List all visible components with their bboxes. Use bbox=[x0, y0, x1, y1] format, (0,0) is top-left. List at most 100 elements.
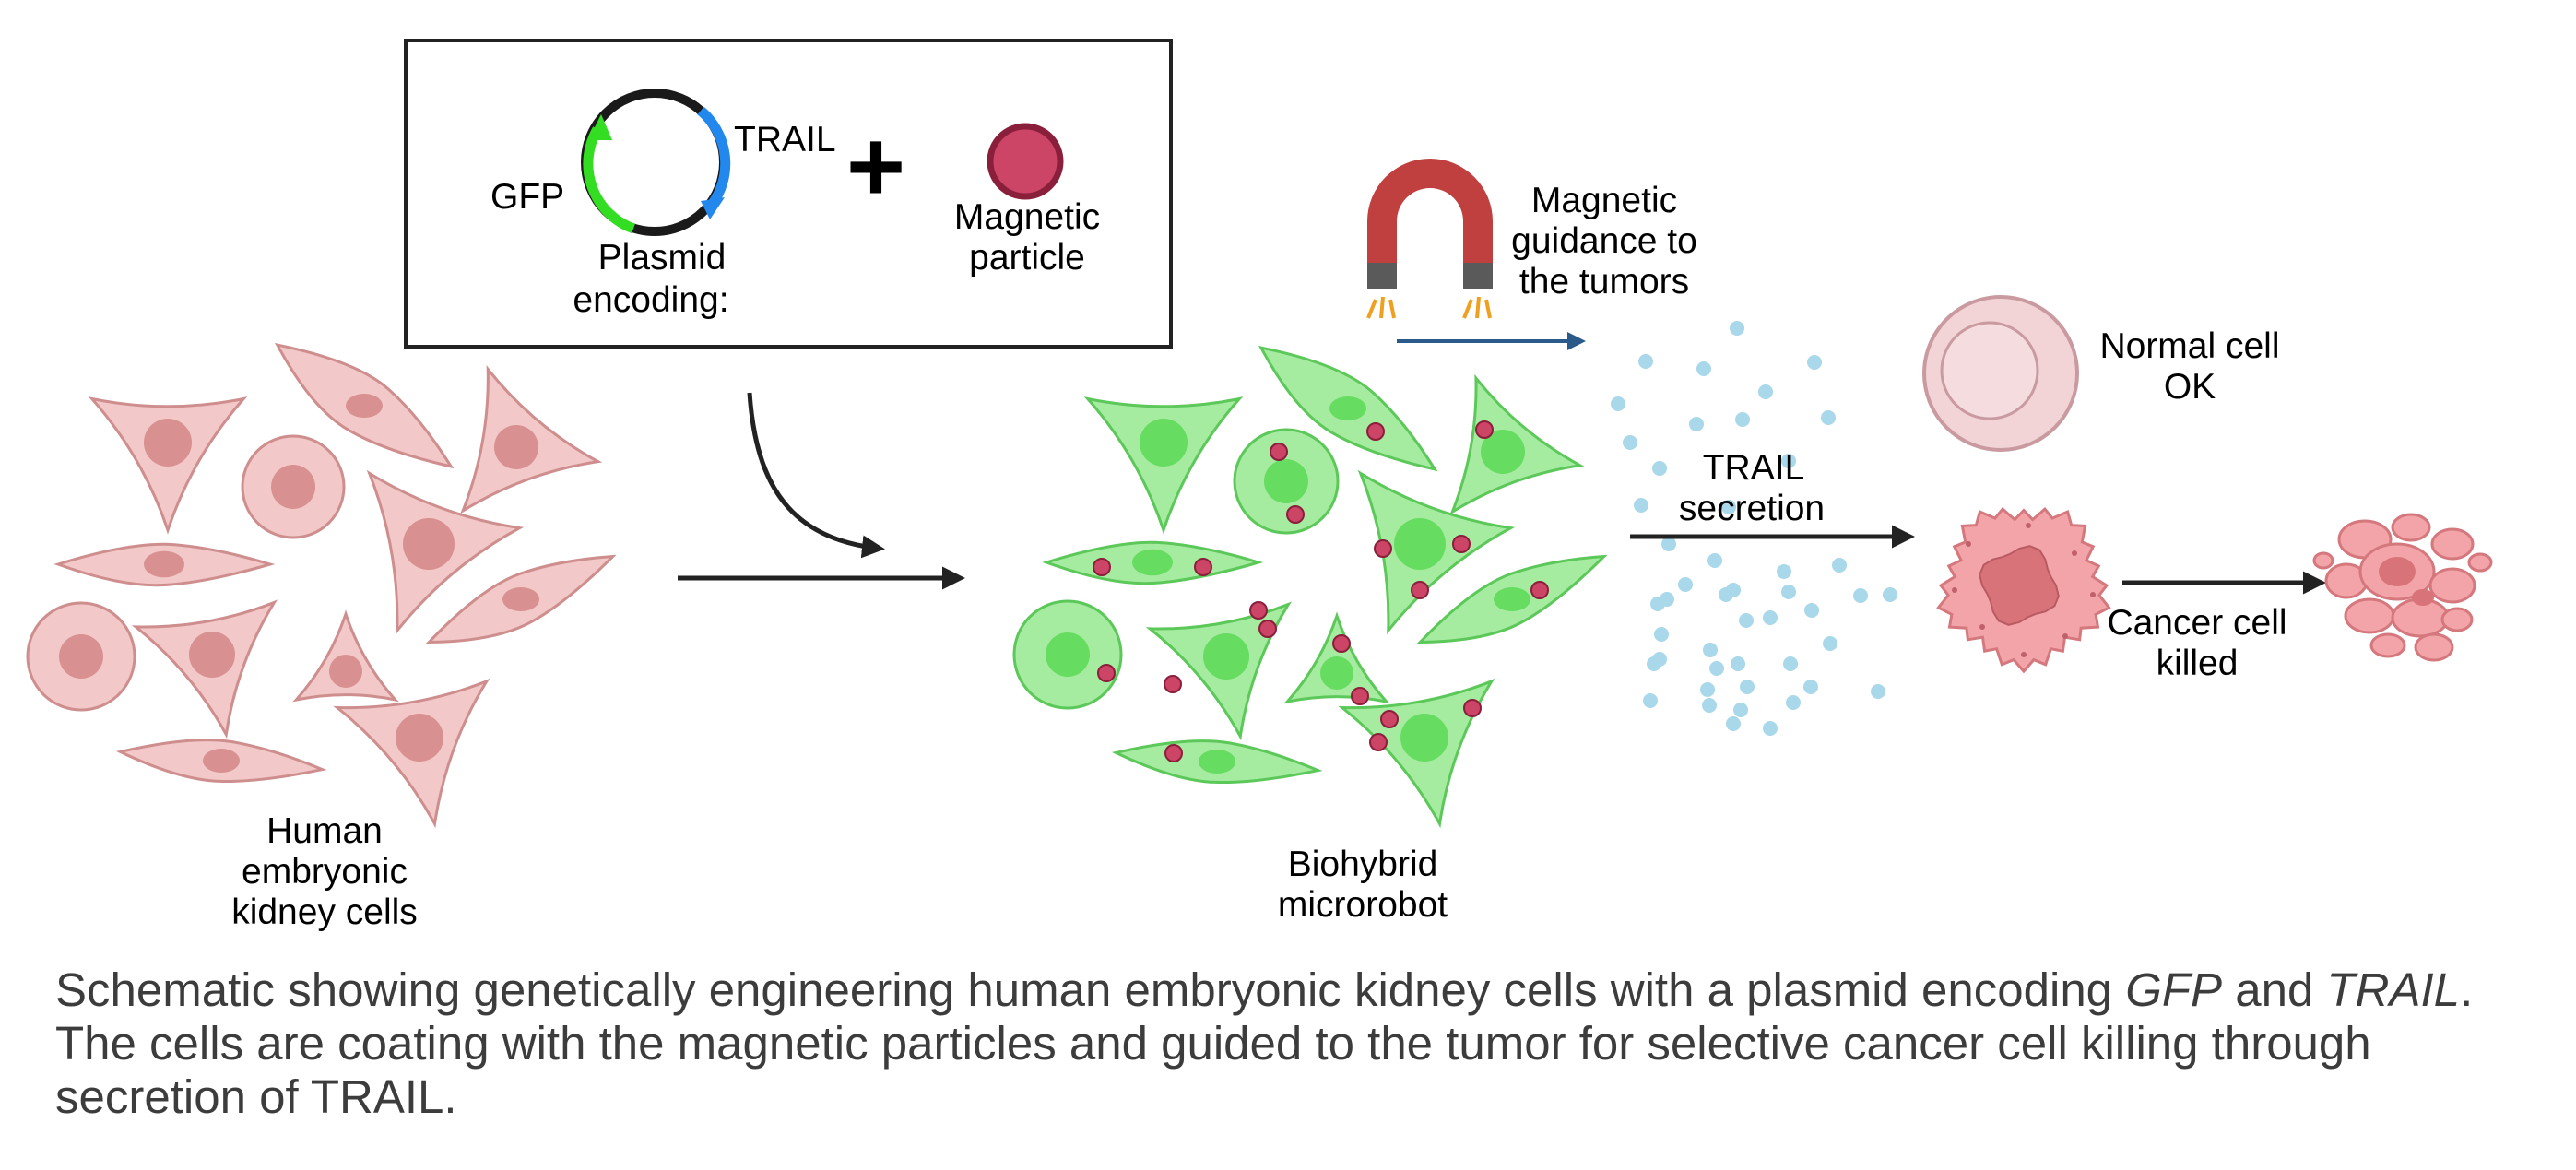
cancer-cell-granule bbox=[1979, 624, 1985, 630]
gfp-gene-arc bbox=[583, 126, 636, 234]
fragment-nucleus bbox=[2379, 557, 2416, 586]
magnetic-particle bbox=[1249, 601, 1268, 620]
magnetic-particle bbox=[1332, 634, 1351, 653]
plus-sign: + bbox=[846, 110, 905, 223]
trail-gene-arrowhead bbox=[701, 197, 725, 219]
microrobot-cell-cluster bbox=[1012, 345, 1608, 829]
trail-molecule-dot bbox=[1611, 396, 1625, 411]
trail-molecule-dot bbox=[1783, 656, 1798, 671]
cancer-cell-granule bbox=[2090, 592, 2096, 597]
hek-label-line3: kidney cells bbox=[231, 892, 418, 932]
cancer-label-line2: killed bbox=[2157, 644, 2239, 683]
cell-nucleus bbox=[1199, 750, 1235, 774]
cell-nucleus bbox=[1203, 633, 1249, 680]
trail-molecule-dot bbox=[1807, 355, 1822, 370]
microrobot-label-line2: microrobot bbox=[1278, 885, 1448, 925]
cell-fragment bbox=[2414, 632, 2454, 662]
trail-secretion-dots bbox=[1611, 321, 1897, 736]
trail-molecule-dot bbox=[1804, 603, 1819, 618]
dead-cancer-cell-icon bbox=[2312, 513, 2493, 662]
cell-nucleus bbox=[59, 634, 103, 679]
trail-molecule-dot bbox=[1735, 412, 1750, 427]
trail-molecule-dot bbox=[1763, 721, 1778, 736]
magnetic-particle bbox=[1286, 505, 1305, 524]
diagram-svg: GFP TRAIL Plasmid encoding: + Magnetic p… bbox=[26, 39, 2493, 932]
magnetic-particle bbox=[1270, 443, 1288, 461]
normal-cell-label-line2: OK bbox=[2164, 367, 2216, 407]
magnet-body bbox=[1367, 159, 1493, 263]
trail-molecule-dot bbox=[1643, 693, 1658, 708]
cell-nucleus bbox=[403, 518, 455, 570]
gfp-gene-arrowhead bbox=[588, 114, 612, 140]
cell-nucleus bbox=[1320, 656, 1353, 690]
cell-nucleus bbox=[396, 714, 443, 762]
cell-nucleus bbox=[144, 419, 192, 467]
cell-nucleus bbox=[144, 550, 184, 578]
cancer-cell-nucleus bbox=[1979, 545, 2060, 626]
magnetic-particle bbox=[1369, 733, 1388, 751]
caption-part3: . The cells are coating with the magneti… bbox=[55, 963, 2474, 1123]
cell-nucleus bbox=[1494, 587, 1530, 611]
magnetic-particle bbox=[1530, 581, 1549, 599]
trail-molecule-dot bbox=[1719, 587, 1733, 602]
cancer-cell-granule bbox=[1952, 587, 1957, 593]
trail-secretion-label-line2: secretion bbox=[1679, 489, 1825, 528]
cell-nucleus bbox=[1132, 549, 1173, 576]
cell-nucleus bbox=[271, 465, 315, 509]
magnetic-particle bbox=[1374, 539, 1392, 558]
trail-molecule-dot bbox=[1623, 435, 1637, 450]
cell-nucleus bbox=[1329, 396, 1366, 420]
cell-fragment bbox=[2467, 552, 2493, 573]
trail-molecule-dot bbox=[1654, 627, 1669, 642]
trail-molecule-dot bbox=[1781, 585, 1796, 599]
trail-molecule-dot bbox=[1709, 661, 1724, 676]
trail-molecule-dot bbox=[1777, 564, 1791, 579]
trail-molecule-dot bbox=[1647, 656, 1661, 671]
trail-molecule-dot bbox=[1652, 461, 1667, 476]
trail-molecule-dot bbox=[1853, 588, 1868, 603]
cancer-cell-granule bbox=[1966, 541, 1971, 547]
trail-molecule-dot bbox=[1700, 682, 1715, 697]
trail-molecule-dot bbox=[1696, 361, 1711, 376]
trail-molecule-dot bbox=[1803, 680, 1818, 694]
trail-molecule-dot bbox=[1678, 577, 1693, 592]
magnet-spark-left bbox=[1366, 296, 1396, 319]
cancer-label-line1: Cancer cell bbox=[2107, 603, 2286, 643]
trail-molecule-dot bbox=[1702, 698, 1717, 713]
trail-molecule-dot bbox=[1740, 680, 1755, 694]
figure-caption: Schematic showing genetically engineerin… bbox=[55, 963, 2545, 1124]
trail-molecule-dot bbox=[1638, 354, 1653, 369]
magnet-spark-right bbox=[1462, 296, 1492, 319]
magnetic-particle bbox=[1366, 422, 1385, 441]
trail-molecule-dot bbox=[1689, 417, 1704, 431]
trail-molecule-dot bbox=[1763, 610, 1778, 625]
plasmid-label-line2: encoding: bbox=[573, 280, 728, 320]
trail-molecule-dot bbox=[1730, 321, 1744, 336]
trail-molecule-dot bbox=[1871, 684, 1885, 699]
normal-cell-nucleus bbox=[1940, 321, 2039, 420]
cell-fragment bbox=[2430, 527, 2475, 561]
cell-fragment bbox=[2312, 551, 2334, 570]
normal-cell-icon bbox=[1922, 295, 2079, 452]
trail-molecule-dot bbox=[1650, 597, 1665, 611]
magnetic-particle bbox=[1380, 710, 1399, 728]
plasmid-box: GFP TRAIL Plasmid encoding: + Magnetic p… bbox=[404, 39, 1173, 349]
trail-molecule-dot bbox=[1832, 558, 1847, 573]
trail-gene-label: TRAIL bbox=[734, 120, 836, 160]
cell-nucleus bbox=[1140, 419, 1188, 467]
trail-molecule-dot bbox=[1731, 656, 1745, 671]
cell-fragment bbox=[2428, 567, 2476, 604]
magnetic-particle-icon bbox=[987, 123, 1064, 200]
cell-fragment bbox=[2369, 632, 2406, 658]
cell-fragment bbox=[2344, 597, 2395, 634]
trail-molecule-dot bbox=[1758, 384, 1773, 399]
curved-arrow bbox=[747, 392, 885, 559]
magnet-pole-left bbox=[1367, 263, 1397, 289]
trail-molecule-dot bbox=[1821, 410, 1836, 425]
cancer-cell-icon bbox=[1936, 506, 2111, 674]
trail-molecule-dot bbox=[1726, 716, 1741, 731]
cell-nucleus bbox=[494, 425, 538, 469]
trail-molecule-dot bbox=[1721, 500, 1736, 514]
cell-nucleus bbox=[1400, 714, 1448, 762]
microrobot-label-line1: Biohybrid bbox=[1288, 845, 1438, 884]
